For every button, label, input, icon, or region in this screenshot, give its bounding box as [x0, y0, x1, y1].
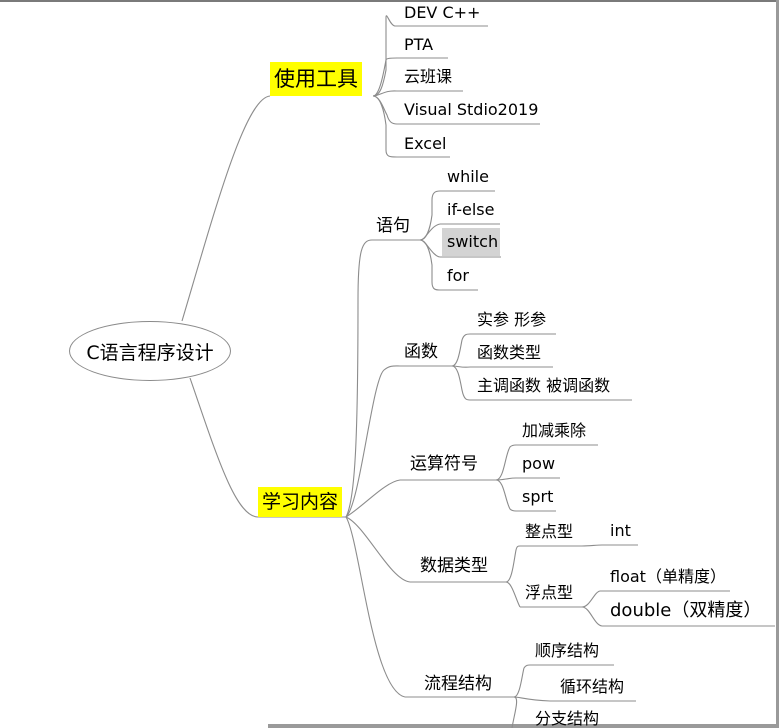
operator-sprt[interactable]: sprt	[522, 489, 553, 505]
statement-for-label: for	[447, 266, 469, 285]
type-float[interactable]: float（单精度）	[610, 569, 726, 585]
horizontal-scrollbar[interactable]	[268, 724, 779, 728]
type-integer[interactable]: 整点型	[525, 524, 573, 540]
tool-pta-label: PTA	[404, 35, 434, 54]
function-types[interactable]: 函数类型	[477, 345, 541, 361]
flow-branch-label: 分支结构	[535, 709, 600, 728]
statement-switch-label: switch	[447, 232, 499, 251]
topic-statements[interactable]: 语句	[376, 218, 410, 235]
flow-loop[interactable]: 循环结构	[560, 679, 624, 695]
topic-statements-label: 语句	[376, 216, 410, 236]
topic-data-types[interactable]: 数据类型	[420, 558, 488, 575]
operator-arithmetic[interactable]: 加减乘除	[522, 423, 586, 439]
function-params-label: 实参 形参	[477, 310, 547, 329]
statement-if-else[interactable]: if-else	[447, 202, 494, 218]
type-double[interactable]: double（双精度）	[610, 602, 761, 620]
tool-visual-studio[interactable]: Visual Stdio2019	[404, 102, 538, 118]
function-params[interactable]: 实参 形参	[477, 312, 546, 328]
type-integer-label: 整点型	[525, 522, 574, 541]
statement-while[interactable]: while	[447, 169, 489, 185]
type-float-label: float（单精度）	[610, 567, 726, 586]
topic-data-types-label: 数据类型	[420, 556, 488, 576]
tool-excel-label: Excel	[404, 134, 447, 153]
tool-dev-cpp[interactable]: DEV C++	[404, 5, 480, 21]
operator-sprt-label: sprt	[522, 487, 554, 506]
flow-sequential-label: 顺序结构	[535, 641, 600, 660]
statement-while-label: while	[447, 167, 489, 186]
type-float-group[interactable]: 浮点型	[525, 585, 573, 601]
statement-switch[interactable]: switch	[442, 228, 500, 256]
operator-pow[interactable]: pow	[522, 456, 555, 472]
branch-tools-label: 使用工具	[274, 67, 358, 91]
window-top-border	[0, 0, 779, 2]
branch-tools[interactable]: 使用工具	[270, 62, 362, 96]
tool-dev-cpp-label: DEV C++	[404, 3, 481, 22]
function-types-label: 函数类型	[477, 343, 542, 362]
operator-pow-label: pow	[522, 454, 556, 473]
function-caller-callee[interactable]: 主调函数 被调函数	[477, 378, 610, 394]
type-int[interactable]: int	[610, 523, 631, 539]
root-label: C语言程序设计	[86, 341, 214, 364]
flow-sequential[interactable]: 顺序结构	[535, 643, 599, 659]
tool-cloud-class-label: 云班课	[404, 67, 453, 86]
tool-pta[interactable]: PTA	[404, 37, 433, 53]
root-node[interactable]: C语言程序设计	[69, 321, 231, 381]
flow-branch[interactable]: 分支结构	[535, 711, 599, 727]
type-int-label: int	[610, 521, 631, 540]
operator-arithmetic-label: 加减乘除	[522, 421, 587, 440]
topic-functions-label: 函数	[404, 342, 438, 362]
branch-learning-label: 学习内容	[262, 491, 339, 513]
window-right-border	[776, 0, 779, 728]
function-caller-callee-label: 主调函数 被调函数	[477, 376, 611, 395]
topic-control-flow-label: 流程结构	[424, 674, 492, 694]
flow-loop-label: 循环结构	[560, 677, 625, 696]
type-float-group-label: 浮点型	[525, 583, 574, 602]
topic-control-flow[interactable]: 流程结构	[424, 676, 492, 693]
statement-if-else-label: if-else	[447, 200, 495, 219]
statement-for[interactable]: for	[447, 268, 469, 284]
tool-excel[interactable]: Excel	[404, 136, 446, 152]
tool-visual-studio-label: Visual Stdio2019	[404, 100, 539, 119]
branch-learning[interactable]: 学习内容	[258, 487, 343, 517]
type-double-label: double（双精度）	[610, 600, 762, 621]
tool-cloud-class[interactable]: 云班课	[404, 69, 452, 85]
topic-functions[interactable]: 函数	[404, 344, 438, 361]
topic-operators-label: 运算符号	[410, 454, 478, 474]
topic-operators[interactable]: 运算符号	[410, 456, 478, 473]
